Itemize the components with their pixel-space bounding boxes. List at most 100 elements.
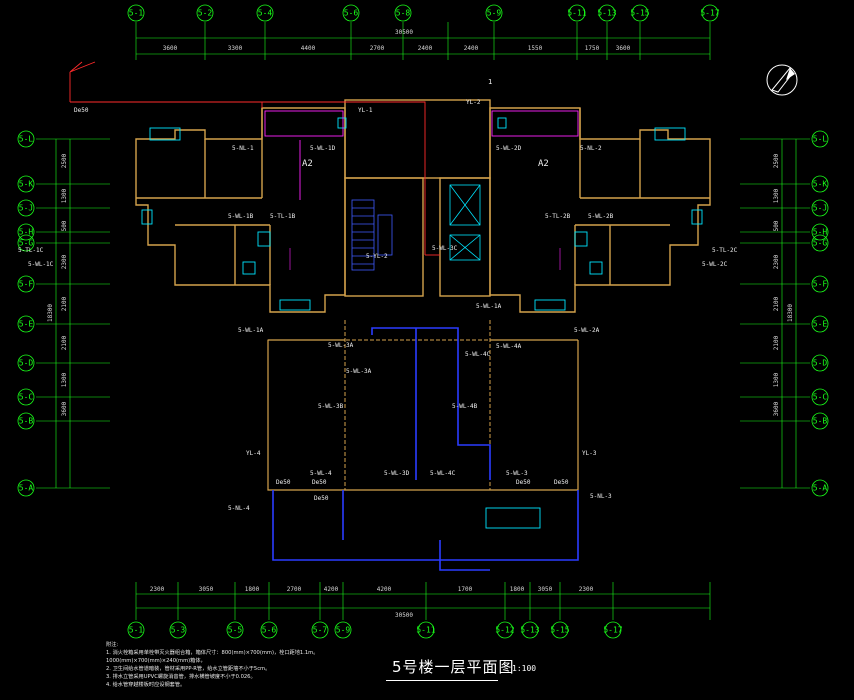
grid-bubble-bottom-label: 5-6 bbox=[262, 626, 277, 635]
grid-bubble-right-circle bbox=[811, 175, 829, 193]
pipe-label: 5-WL-3C bbox=[432, 245, 458, 252]
grid-bubble-bottom-label: 5-11 bbox=[416, 626, 435, 635]
dim-top-total: 30500 bbox=[395, 29, 413, 36]
dim-left-total: 18300 bbox=[47, 304, 54, 322]
pipe-label: 5-WL-4 bbox=[310, 470, 332, 477]
pipe-label: 5-WL-4B bbox=[452, 403, 478, 410]
grid-bubble-right-circle bbox=[811, 315, 829, 333]
dim-bottom: 3050 bbox=[538, 586, 553, 593]
grid-bubble-left-circle bbox=[17, 223, 35, 241]
dim-top: 1550 bbox=[528, 45, 543, 52]
pipe-label: 5-WL-1C bbox=[28, 261, 54, 268]
grid-bubble-top-circle bbox=[256, 4, 274, 22]
dim-top: 3600 bbox=[163, 45, 178, 52]
fixtures bbox=[141, 117, 703, 529]
pipe-label: 5-NL-2 bbox=[580, 145, 602, 152]
grid-bubble-top-label: 5-6 bbox=[344, 9, 359, 18]
grid-bubble-left-circle bbox=[17, 388, 35, 406]
room-outlines bbox=[264, 110, 579, 200]
elevator bbox=[449, 184, 481, 261]
pipe-label: 5-WL-3A bbox=[346, 368, 372, 375]
grid-bubble-bottom-label: 5-3 bbox=[171, 626, 186, 635]
pipe-label: 5-YL-2 bbox=[366, 253, 388, 260]
grid-bubble-top-circle bbox=[631, 4, 649, 22]
dim-bottom: 2300 bbox=[579, 586, 594, 593]
grid-bubble-left-circle bbox=[17, 479, 35, 497]
grid-bubble-right-label: 5-L bbox=[813, 135, 828, 144]
axis-mark: 1 bbox=[488, 78, 492, 86]
dim-right: 2100 bbox=[773, 335, 780, 350]
grid-bubble-right-label: 5-K bbox=[813, 180, 828, 189]
grid-bubble-right-label: 5-G bbox=[813, 239, 828, 248]
pipe-label: YL-1 bbox=[358, 107, 373, 114]
note-line: 1. 消火栓箱采用单栓带灭火器组合箱，箱体尺寸：800(mm)×700(mm)，… bbox=[106, 650, 319, 656]
pipe-label: 5-WL-1A bbox=[238, 327, 264, 334]
pipe-label: 5-TL-1B bbox=[270, 213, 296, 220]
grid-bubble-bottom-circle bbox=[496, 621, 514, 639]
pipe-label: 5-WL-4C bbox=[465, 351, 491, 358]
grid-bubble-left-circle bbox=[17, 315, 35, 333]
dim-left: 3600 bbox=[61, 401, 68, 416]
dim-left: 2100 bbox=[61, 335, 68, 350]
title-underline bbox=[386, 680, 498, 681]
grid-bubble-left-circle bbox=[17, 175, 35, 193]
grid-bubble-top-label: 5-2 bbox=[198, 9, 213, 18]
grid-bubble-right-circle bbox=[811, 412, 829, 430]
grid-bubble-top-circle bbox=[568, 4, 586, 22]
pipe-label: 5-WL-3B bbox=[318, 403, 344, 410]
grid-bubble-left-label: 5-J bbox=[19, 204, 33, 213]
pipe-label: 5-WL-1B bbox=[228, 213, 254, 220]
dim-left: 2300 bbox=[61, 254, 68, 269]
grid-bubble-right-circle bbox=[811, 223, 829, 241]
pipe-label: YL-4 bbox=[246, 450, 261, 457]
grid-bubble-bottom-label: 5-9 bbox=[336, 626, 351, 635]
pipe-label: 5-WL-3D bbox=[384, 470, 410, 477]
pipe-label: 5-WL-2B bbox=[588, 213, 614, 220]
grid-bubble-left-circle bbox=[17, 354, 35, 372]
notes-title: 附注: bbox=[106, 642, 119, 648]
dim-bottom: 2700 bbox=[287, 586, 302, 593]
grid-bubble-right-label: 5-E bbox=[813, 320, 828, 329]
diameter-label: De50 bbox=[554, 479, 569, 486]
grid-bubble-bottom-circle bbox=[334, 621, 352, 639]
dim-right: 500 bbox=[773, 220, 780, 231]
drawing-notes: 附注: 1. 消火栓箱采用单栓带灭火器组合箱，箱体尺寸：800(mm)×700(… bbox=[106, 641, 356, 689]
dim-top: 2700 bbox=[370, 45, 385, 52]
grid-bubble-top-label: 5-8 bbox=[396, 9, 411, 18]
unit-label: A2 bbox=[538, 159, 549, 169]
pipe-label: 5-WL-2C bbox=[702, 261, 728, 268]
grid-bubble-left-label: 5-L bbox=[19, 135, 34, 144]
grid-bubble-bottom-circle bbox=[260, 621, 278, 639]
grid-bubble-right-label: 5-F bbox=[813, 280, 828, 289]
north-arrow-icon bbox=[766, 64, 798, 96]
pipe-label: 5-WL-3A bbox=[328, 342, 354, 349]
grid-bubble-right-circle bbox=[811, 130, 829, 148]
grid-bubble-top-circle bbox=[701, 4, 719, 22]
grid-bubble-left-label: 5-D bbox=[19, 359, 34, 368]
grid-bubble-right-circle bbox=[811, 354, 829, 372]
pipe-label: 5-NL-1 bbox=[232, 145, 254, 152]
diameter-label: De50 bbox=[276, 479, 291, 486]
grid-bubble-top-circle bbox=[394, 4, 412, 22]
dim-right: 2100 bbox=[773, 296, 780, 311]
note-line: 4. 给水管穿越楼板时应设钢套管。 bbox=[106, 682, 186, 688]
grid-bubble-bottom-label: 5-5 bbox=[228, 626, 243, 635]
dim-bottom: 1800 bbox=[510, 586, 525, 593]
grid-bubble-right-circle bbox=[811, 479, 829, 497]
note-line: 1000(mm)×700(mm)×240(mm)箱体， bbox=[106, 658, 206, 664]
grid-bubble-left-label: 5-E bbox=[19, 320, 34, 329]
grid-bubble-left-circle bbox=[17, 275, 35, 293]
pipe-label: 5-WL-3 bbox=[506, 470, 528, 477]
grid-bubble-top-label: 5-4 bbox=[258, 9, 273, 18]
grid-bubble-top-label: 5-15 bbox=[630, 9, 649, 18]
grid-bubble-bottom-label: 5-7 bbox=[313, 626, 328, 635]
grid-bubble-top-circle bbox=[196, 4, 214, 22]
dim-top: 2400 bbox=[464, 45, 479, 52]
dim-top: 2400 bbox=[418, 45, 433, 52]
grid-bubble-bottom-circle bbox=[226, 621, 244, 639]
grid-bubble-left-label: 5-F bbox=[19, 280, 34, 289]
pipe-label: 5-WL-1A bbox=[476, 303, 502, 310]
